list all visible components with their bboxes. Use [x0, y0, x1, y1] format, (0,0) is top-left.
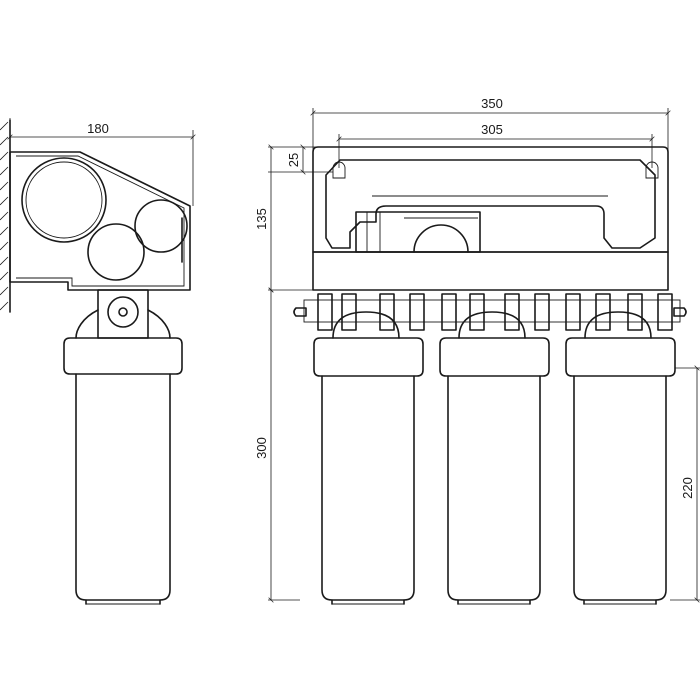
side-circle-large: [21, 157, 107, 243]
dim-label-350: 350: [481, 96, 503, 111]
housing-1: [313, 311, 424, 605]
dim-bracket-height: 135: [254, 147, 313, 290]
dim-label-220: 220: [680, 477, 695, 499]
wall-hatching: [0, 119, 11, 313]
dim-label-25: 25: [286, 153, 301, 167]
dim-cartridge-height: 220: [670, 368, 700, 600]
side-housing-body: [75, 373, 171, 601]
dim-side-width: 180: [10, 118, 193, 206]
dim-label-135: 135: [254, 208, 269, 230]
side-housing-cap: [63, 337, 183, 375]
keyhole-left: [332, 161, 346, 179]
front-manifold: [303, 293, 681, 331]
front-view: [293, 146, 687, 605]
dim-housing-height: 300: [254, 290, 300, 600]
keyhole-right: [645, 161, 659, 179]
front-mount-plate: [312, 146, 669, 253]
side-view: [0, 119, 191, 605]
housing-2: [439, 311, 550, 605]
dim-mount-offset: 25: [268, 147, 333, 172]
side-circle-right: [134, 199, 188, 253]
dim-overall-width: 350: [313, 96, 668, 150]
housing-3: [565, 311, 676, 605]
dim-mount-spacing: 305: [339, 122, 652, 168]
side-pivot: [107, 296, 139, 328]
front-lower-bar: [312, 251, 669, 291]
dim-label-180: 180: [87, 121, 109, 136]
dim-label-300: 300: [254, 437, 269, 459]
dim-label-305: 305: [481, 122, 503, 137]
side-circle-lower: [87, 223, 145, 281]
